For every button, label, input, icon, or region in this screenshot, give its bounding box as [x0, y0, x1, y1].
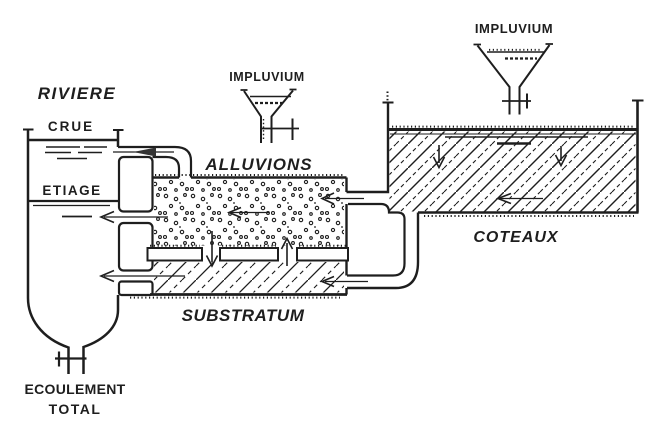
alluvions-floor-bars: [146, 244, 349, 262]
coteaux-outlet-pipes: [319, 192, 420, 290]
crue-pipe: [113, 145, 193, 178]
divider-block-lower: [117, 280, 154, 297]
substratum-zone: [130, 262, 347, 299]
crue-flow-arrow-head: [133, 147, 156, 157]
crue-water-dashes: [45, 146, 107, 160]
river-left-wall: [26, 129, 70, 374]
divider-block-middle: [117, 221, 154, 272]
coteaux-flow-arrow-left: [495, 192, 543, 205]
substratum-rock-fill: [154, 262, 344, 293]
label-alluvions: ALLUVIONS: [204, 155, 312, 174]
coteaux-infiltration-arrow-2: [554, 146, 568, 168]
labels-layer: RIVIERE CRUE ETIAGE IMPLUVIUM IMPLUVIUM …: [25, 21, 559, 417]
funnel-body: [476, 44, 551, 115]
alluvions-tank: [146, 174, 349, 295]
divider-blocks: [117, 155, 154, 297]
coteaux-to-substratum-arrow: [319, 275, 368, 288]
label-riviere: RIVIERE: [38, 84, 117, 103]
river-outlet-valve: [55, 351, 87, 367]
divider-block-upper: [117, 155, 154, 213]
funnel-rim-ticks: [240, 88, 297, 91]
label-substratum: SUBSTRATUM: [182, 306, 305, 325]
funnel-valve: [262, 118, 299, 140]
coteaux-tank: [346, 91, 644, 217]
label-ecoulement-total-line2: TOTAL: [49, 401, 102, 417]
ink-layer: [23, 43, 644, 374]
pipe-divider-block: [347, 202, 406, 277]
river-wall-ticks: [23, 128, 124, 131]
impluvium-funnel-alluvions: [240, 88, 299, 143]
drain-pipe-outer: [347, 212, 420, 290]
coteaux-left-wall: [346, 103, 390, 194]
funnel-body: [243, 89, 294, 143]
crue-pipe-bottom: [152, 155, 181, 178]
label-impluvium-coteaux: IMPLUVIUM: [475, 21, 553, 36]
label-crue: CRUE: [48, 119, 94, 134]
impluvium-funnel-coteaux: [473, 43, 553, 115]
funnel-rim-ticks: [473, 43, 553, 46]
crue-pipe-top: [118, 145, 193, 178]
coteaux-wall-ticks: [382, 99, 644, 104]
label-impluvium-alluvions: IMPLUVIUM: [229, 70, 305, 84]
coteaux-infiltration-arrow-1: [432, 145, 446, 170]
alluvions-flow-arrow-left: [226, 206, 269, 219]
coteaux-to-alluvions-arrow: [320, 192, 364, 205]
river-tank: [23, 128, 124, 374]
label-etiage: ETIAGE: [42, 183, 101, 198]
river-right-wall-bottom: [82, 295, 120, 374]
funnel-valve: [502, 93, 531, 109]
label-coteaux: COTEAUX: [473, 229, 559, 246]
label-ecoulement-total-line1: ECOULEMENT: [25, 381, 126, 397]
